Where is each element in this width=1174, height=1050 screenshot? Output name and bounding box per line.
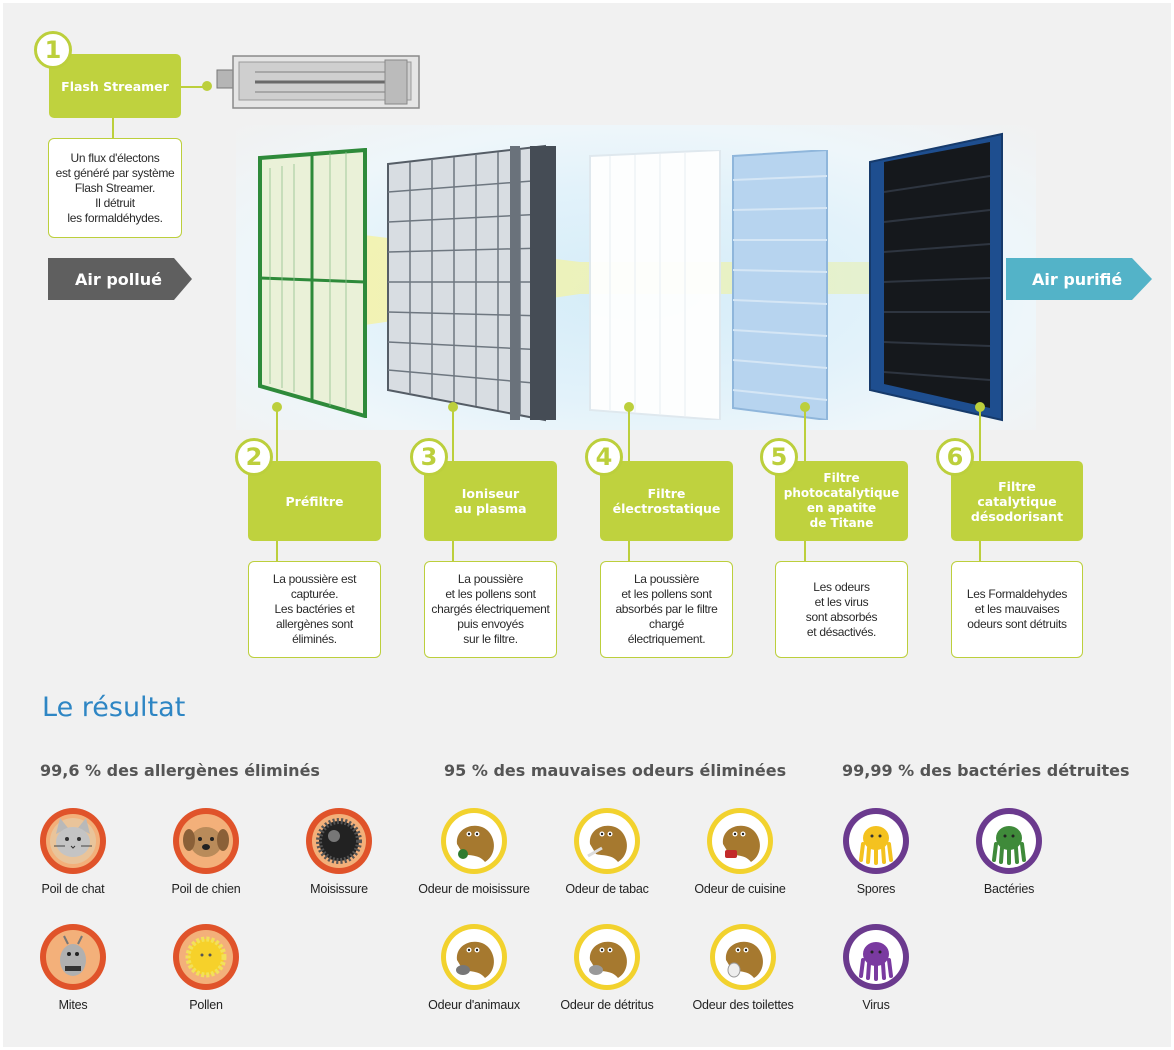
pollen-icon (173, 924, 239, 990)
step-1-pointer-dot (202, 81, 212, 91)
deodorizing-filter-icon (869, 132, 1003, 422)
step-5-title: Filtre photocatalytique en apatite de Ti… (775, 461, 908, 541)
step-1-title: Flash Streamer (49, 54, 181, 118)
step-5-connector (804, 541, 806, 561)
odor-label: Odeur des toilettes (692, 998, 794, 1012)
step-3-number: 3 (410, 438, 448, 476)
plasma-ionizer-icon (387, 144, 556, 422)
air-out-arrow-icon (1006, 258, 1152, 300)
electrostatic-filter-icon (589, 150, 721, 420)
air-out-label: Air purifié (1032, 270, 1123, 289)
step-6-connector-top (979, 407, 981, 461)
step-4-title: Filtre électrostatique (600, 461, 733, 541)
step-4-connector (628, 541, 630, 561)
odor-mold-blob-icon (441, 808, 507, 874)
step-3-connector-top (452, 407, 454, 461)
step-6-title: Filtre catalytique désodorisant (951, 461, 1083, 541)
odor-toilet-blob-icon (710, 924, 776, 990)
step-6-number: 6 (936, 438, 974, 476)
step-1-connector (112, 118, 114, 138)
step-2-title: Préfiltre (248, 461, 381, 541)
bacteria-heading: 99,99 % des bactéries détruites (842, 761, 1130, 780)
spore-creature-icon (843, 808, 909, 874)
odor-label: Odeur de détritus (560, 998, 654, 1012)
step-1-description: Un flux d'électons est généré par systèm… (48, 138, 182, 238)
photocatalytic-filter-icon (732, 150, 828, 420)
step-4-number: 4 (585, 438, 623, 476)
step-1-number: 1 (34, 31, 72, 69)
step-6-connector (979, 541, 981, 561)
virus-creature-icon (843, 924, 909, 990)
odor-label: Odeur d'animaux (428, 998, 520, 1012)
bacteria-label: Bactéries (983, 882, 1035, 896)
result-title: Le résultat (42, 692, 186, 723)
air-in-arrow-icon (48, 258, 192, 300)
prefilter-icon (258, 148, 367, 418)
odor-label: Odeur de tabac (565, 882, 649, 896)
allergens-heading: 99,6 % des allergènes éliminés (40, 761, 320, 780)
odors-heading: 95 % des mauvaises odeurs éliminées (444, 761, 787, 780)
mite-icon (40, 924, 106, 990)
cat-face-icon (40, 808, 106, 874)
allergen-label: Poil de chien (171, 882, 241, 896)
step-2-description: La poussière est capturée. Les bactéries… (248, 561, 381, 658)
allergen-label: Mites (58, 998, 88, 1012)
step-1-pointer-line (181, 86, 207, 88)
flash-streamer-unit-icon (216, 55, 420, 109)
bacteria-label: Spores (856, 882, 896, 896)
step-4-description: La poussière et les pollens sont absorbé… (600, 561, 733, 658)
bacteria-creature-icon (976, 808, 1042, 874)
step-5-number: 5 (760, 438, 798, 476)
mold-spore-icon (306, 808, 372, 874)
step-3-title: Ioniseur au plasma (424, 461, 557, 541)
step-3-connector (452, 541, 454, 561)
odor-label: Odeur de cuisine (694, 882, 786, 896)
allergen-label: Moisissure (310, 882, 368, 896)
odor-garbage-blob-icon (574, 924, 640, 990)
dog-face-icon (173, 808, 239, 874)
step-3-description: La poussière et les pollens sont chargés… (424, 561, 557, 658)
air-in-label: Air pollué (75, 270, 162, 289)
bacteria-label: Virus (862, 998, 890, 1012)
allergen-label: Pollen (189, 998, 223, 1012)
step-5-connector-top (804, 407, 806, 461)
step-6-description: Les Formaldehydes et les mauvaises odeur… (951, 561, 1083, 658)
step-2-number: 2 (235, 438, 273, 476)
step-5-description: Les odeurs et les virus sont absorbés et… (775, 561, 908, 658)
odor-tobacco-blob-icon (574, 808, 640, 874)
step-2-connector (276, 541, 278, 561)
odor-cooking-blob-icon (707, 808, 773, 874)
odor-label: Odeur de moisissure (418, 882, 530, 896)
step-2-connector-top (276, 407, 278, 461)
step-4-connector-top (628, 407, 630, 461)
odor-animal-blob-icon (441, 924, 507, 990)
allergen-label: Poil de chat (41, 882, 105, 896)
